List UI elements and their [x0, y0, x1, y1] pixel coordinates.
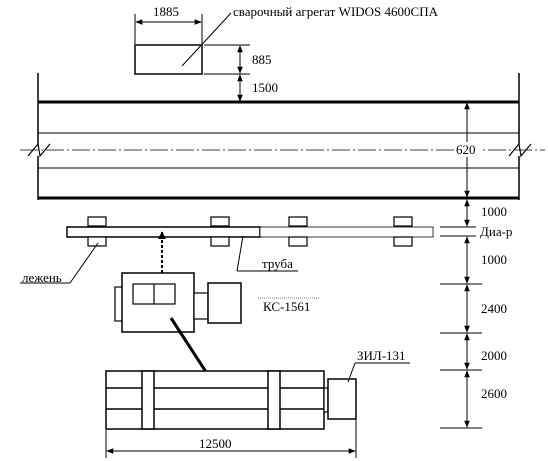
- crane: [114, 272, 242, 333]
- skid-label: лежень: [22, 270, 62, 285]
- truck-label: ЗИЛ-131: [357, 348, 406, 363]
- skids: [87, 216, 413, 247]
- welder-name-label: сварочный агрегат WIDOS 4600СПА: [233, 4, 439, 19]
- welder-depth-dimension: [204, 44, 250, 102]
- pipe-leader: [236, 235, 244, 272]
- gap-to-road-label: 1500: [252, 80, 278, 95]
- vertical-dimension-chain: [440, 199, 482, 429]
- pipe-diameter-label: Диа-р: [480, 224, 512, 239]
- crane-label: КС-1561: [263, 299, 310, 314]
- road-width-label: 620: [456, 142, 476, 157]
- welder-width-dimension: [134, 14, 203, 44]
- truck-width-label: 2600: [481, 386, 507, 401]
- pipe-to-crane-label: 1000: [481, 252, 507, 267]
- welder-depth-label: 885: [252, 52, 272, 67]
- truck-length-dimension: [105, 420, 357, 458]
- welding-unit: [134, 12, 232, 75]
- skid-leader: [69, 242, 99, 284]
- road: [20, 73, 545, 200]
- crane-to-truck-label: 2000: [481, 348, 507, 363]
- welder-width-label: 1885: [153, 4, 179, 19]
- pipe: [66, 226, 434, 238]
- truck-length-label: 12500: [199, 436, 232, 451]
- truck: [105, 370, 357, 430]
- gap-to-pipe-label: 1000: [481, 204, 507, 219]
- crane-length-label: 2400: [481, 301, 507, 316]
- pipe-label: труба: [262, 256, 293, 271]
- truck-leader: [347, 362, 356, 383]
